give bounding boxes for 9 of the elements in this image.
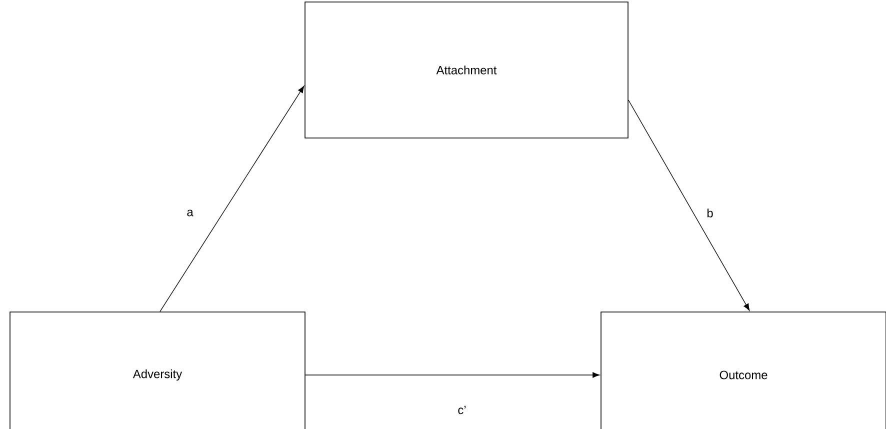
arrow xyxy=(628,100,750,311)
process-box: Adversity xyxy=(10,312,306,429)
arrow xyxy=(160,86,304,312)
process-box: Attachment xyxy=(304,2,628,138)
edge-label: b xyxy=(707,208,713,218)
edge-label: a xyxy=(187,210,194,216)
process-box: Outcome xyxy=(600,312,886,429)
edge-label: c’ xyxy=(458,406,466,414)
arrow xyxy=(305,372,600,378)
